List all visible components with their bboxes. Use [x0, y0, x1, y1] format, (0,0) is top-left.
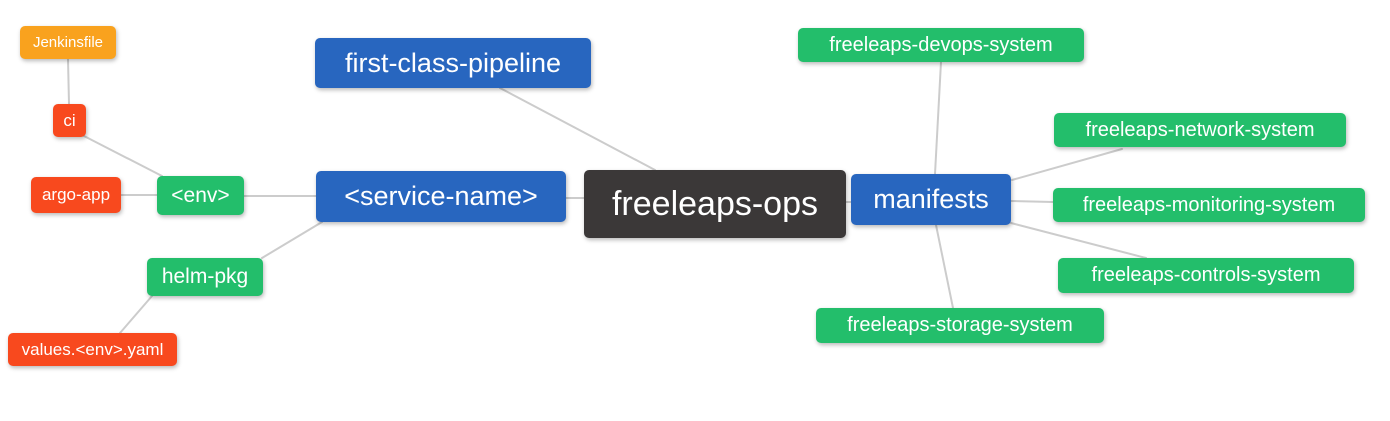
- node-freeleaps-devops-system[interactable]: freeleaps-devops-system: [798, 28, 1084, 62]
- edge-manifests-devops: [934, 61, 942, 175]
- node-env[interactable]: <env>: [157, 176, 244, 215]
- node-freeleaps-storage-system[interactable]: freeleaps-storage-system: [816, 308, 1104, 343]
- node-freeleaps-ops[interactable]: freeleaps-ops: [584, 170, 846, 238]
- node-freeleaps-controls-system[interactable]: freeleaps-controls-system: [1058, 258, 1354, 293]
- node-values-env-yaml[interactable]: values.<env>.yaml: [8, 333, 177, 366]
- node-jenkinsfile[interactable]: Jenkinsfile: [20, 26, 116, 59]
- edge-manifests-storage: [935, 224, 954, 309]
- edge-manifests-network: [1011, 148, 1123, 181]
- node-first-class-pipeline[interactable]: first-class-pipeline: [315, 38, 591, 88]
- node-service-name[interactable]: <service-name>: [316, 171, 566, 222]
- node-manifests[interactable]: manifests: [851, 174, 1011, 225]
- edge-ci-env: [83, 135, 163, 177]
- node-ci[interactable]: ci: [53, 104, 86, 137]
- edge-manifests-monitoring: [1010, 200, 1054, 203]
- edge-pipeline-ops: [499, 87, 656, 171]
- node-freeleaps-monitoring-system[interactable]: freeleaps-monitoring-system: [1053, 188, 1365, 222]
- edge-manifests-controls: [1010, 222, 1147, 259]
- edge-jenkinsfile-ci: [67, 58, 70, 105]
- edge-helm-pkg-values: [119, 295, 153, 334]
- edge-service-name-helm-pkg: [261, 221, 323, 259]
- node-argo-app[interactable]: argo-app: [31, 177, 121, 213]
- node-freeleaps-network-system[interactable]: freeleaps-network-system: [1054, 113, 1346, 147]
- node-helm-pkg[interactable]: helm-pkg: [147, 258, 263, 296]
